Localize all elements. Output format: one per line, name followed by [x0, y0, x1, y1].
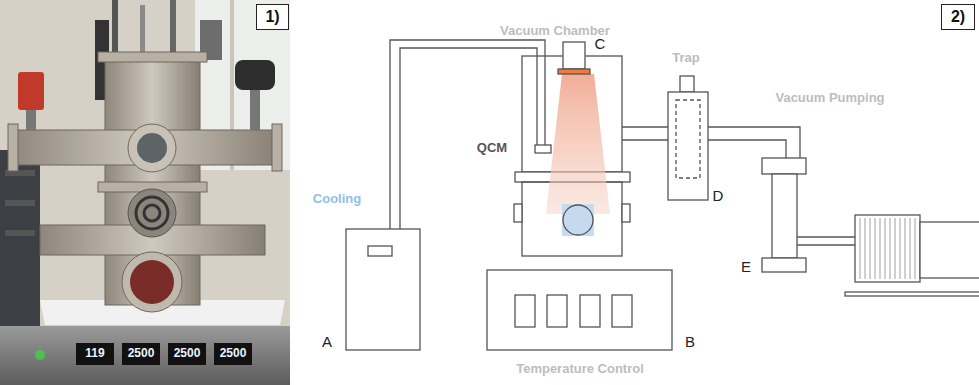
- callout-letter: E: [741, 258, 751, 275]
- part-title: Vacuum Pumping: [775, 91, 884, 106]
- display-value: 2500: [128, 347, 155, 361]
- photo: [0, 0, 290, 385]
- display-value: 119: [85, 347, 104, 361]
- part-name: QCM: [477, 141, 507, 156]
- callout-letter: A: [322, 333, 332, 350]
- display-value: 2500: [220, 347, 247, 361]
- callout-letter: B: [685, 333, 695, 350]
- part-title: Trap: [672, 51, 699, 66]
- part-title: Temperature Control: [516, 362, 644, 377]
- panel-number: 1): [265, 9, 279, 25]
- callout-letter: C: [595, 35, 606, 52]
- panel-number: 2): [951, 9, 965, 25]
- part-title: Vacuum Chamber: [500, 24, 610, 39]
- panel-label-box: 1): [256, 4, 289, 30]
- schematic: [346, 40, 979, 350]
- callout-letter: D: [713, 187, 724, 204]
- display-value: 2500: [174, 347, 201, 361]
- panel-label-box: 2): [941, 4, 975, 30]
- part-title: Cooling: [313, 192, 361, 207]
